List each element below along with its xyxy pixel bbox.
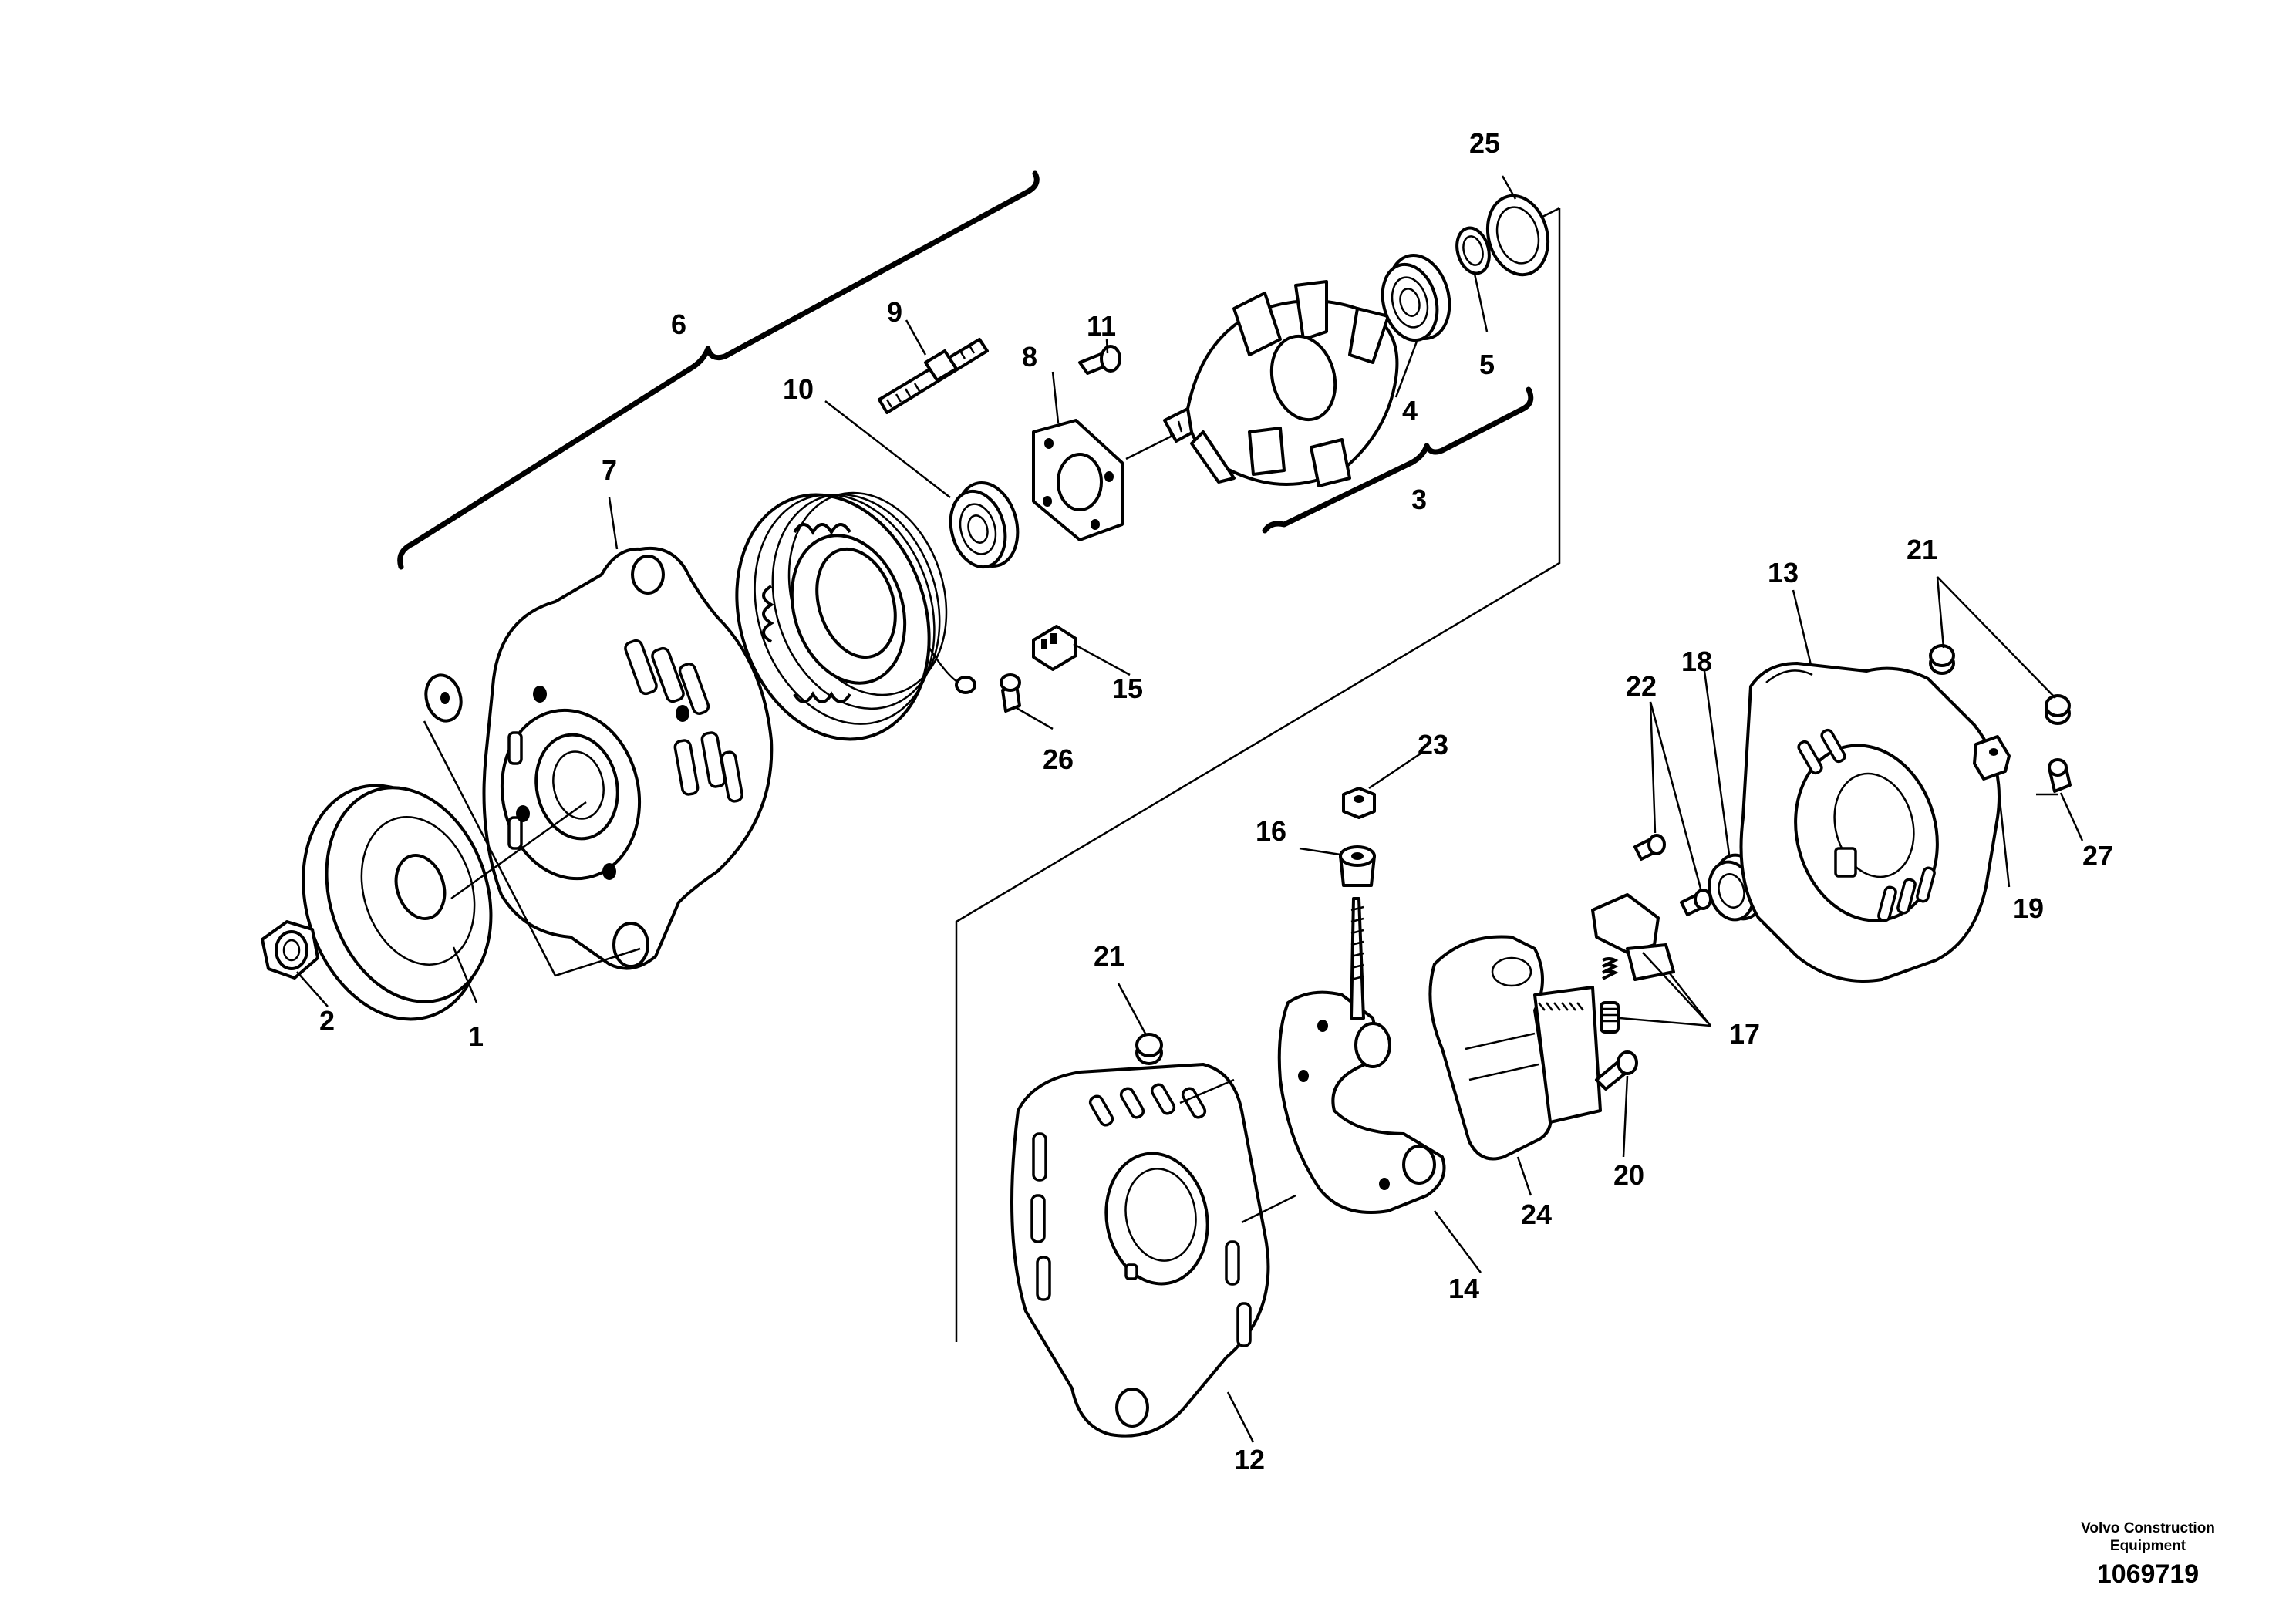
callout-4: 4: [1402, 395, 1418, 427]
callout-15: 15: [1112, 673, 1143, 704]
rear-bearing: [1381, 253, 1451, 342]
callout-17: 17: [1729, 1018, 1760, 1050]
document-number: 1069719: [2097, 1560, 2199, 1589]
rear-cover: [1739, 662, 2001, 983]
callout-14: 14: [1448, 1273, 1479, 1304]
connector: [1032, 625, 1077, 671]
terminal-nut: [1342, 787, 1376, 819]
callout-21-right: 21: [1907, 534, 1937, 565]
callout-8: 8: [1022, 341, 1037, 373]
callout-25: 25: [1469, 127, 1500, 159]
callout-1: 1: [468, 1020, 484, 1052]
pulley-nut: [261, 920, 319, 980]
pulley: [302, 784, 493, 1021]
callout-24: 24: [1521, 1199, 1552, 1230]
callout-21-left: 21: [1094, 940, 1124, 972]
callout-11: 11: [1087, 310, 1116, 342]
company-name-line1: Volvo Construction: [2081, 1520, 2215, 1536]
bearing-ring: [1455, 226, 1491, 275]
voltage-regulator: [1428, 935, 1602, 1161]
callout-12: 12: [1234, 1444, 1265, 1475]
front-bracket: [482, 546, 774, 970]
callout-2: 2: [319, 1005, 335, 1037]
callout-16: 16: [1256, 815, 1286, 847]
callout-23: 23: [1418, 729, 1448, 760]
terminal-bushing: [1339, 845, 1376, 887]
front-bearing: [949, 481, 1020, 569]
leader-lines: [296, 175, 2084, 1443]
holder-screws: [1633, 834, 1712, 916]
brush-holder: [1591, 893, 1675, 1034]
bearing-retainer-plate: [1032, 419, 1124, 541]
bearing-cover: [1485, 194, 1550, 277]
company-name-line2: Equipment: [2110, 1538, 2186, 1554]
callout-18: 18: [1681, 646, 1712, 677]
callout-5: 5: [1479, 349, 1495, 380]
rectifier: [1277, 897, 1446, 1214]
footer: Volvo Construction Equipment 1069719: [2081, 1520, 2215, 1589]
stud-bolt: [878, 338, 989, 414]
front-bracket-lines: [423, 720, 641, 977]
callout-3: 3: [1411, 484, 1427, 515]
washer-21-left: [1135, 1033, 1163, 1065]
regulator-screw: [1595, 1050, 1638, 1091]
callout-26: 26: [1043, 744, 1074, 775]
screw-26: [1000, 673, 1021, 713]
bracket-3: [1262, 386, 1534, 534]
callout-13: 13: [1768, 557, 1799, 588]
rear-bracket: [1010, 1063, 1296, 1438]
callout-7: 7: [602, 454, 617, 486]
callout-9: 9: [887, 296, 902, 328]
callout-labels: 1 2 3 4 5 6 7 8 9 10 11 12 13 14 15 16 1…: [319, 127, 2113, 1475]
bracket-6: [397, 170, 1040, 570]
cover-screw: [2048, 758, 2072, 793]
callout-22: 22: [1626, 670, 1657, 702]
callout-27: 27: [2082, 840, 2113, 872]
washer-21-right: [1929, 644, 2071, 725]
rotor: [1125, 280, 1399, 487]
stator: [735, 491, 976, 741]
plate-screw: [1078, 345, 1121, 375]
terminal-insulator: [1973, 735, 2011, 781]
front-washer: [424, 673, 463, 723]
callout-10: 10: [783, 373, 814, 405]
callout-19: 19: [2013, 892, 2044, 924]
callout-6: 6: [671, 309, 686, 340]
callout-20: 20: [1613, 1159, 1644, 1191]
